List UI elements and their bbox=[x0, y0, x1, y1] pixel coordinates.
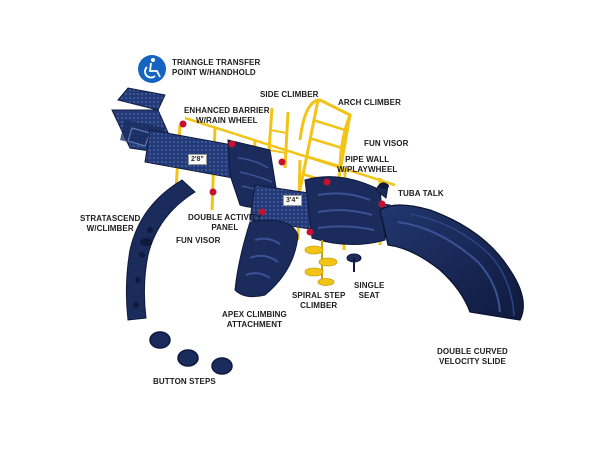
label-spiral-step-line2: CLIMBER bbox=[300, 301, 338, 310]
label-triangle-transfer-line1: TRIANGLE TRANSFER bbox=[172, 58, 261, 67]
label-triangle-transfer-line2: POINT W/HANDHOLD bbox=[172, 68, 256, 77]
apex-climbing-attachment bbox=[234, 219, 299, 298]
label-pipe-wall-line1: PIPE WALL bbox=[345, 155, 390, 164]
label-enhanced-barrier-line1: ENHANCED BARRIER bbox=[184, 106, 270, 115]
label-tuba-talk: TUBA TALK bbox=[398, 189, 444, 198]
label-spiral-step: SPIRAL STEP CLIMBER bbox=[292, 291, 345, 311]
double-curved-velocity-slide bbox=[379, 204, 524, 321]
stratascend-climber bbox=[125, 179, 196, 321]
label-apex: APEX CLIMBING ATTACHMENT bbox=[222, 310, 287, 330]
label-stratascend-line2: W/CLIMBER bbox=[86, 224, 134, 233]
spiral-step-climber bbox=[304, 240, 338, 286]
label-double-activity-line1: DOUBLE ACTIVITY bbox=[188, 213, 262, 222]
label-pipe-wall-line2: W/PLAYWHEEL bbox=[337, 165, 398, 174]
label-double-activity: DOUBLE ACTIVITY PANEL bbox=[188, 213, 262, 233]
tuba-talk bbox=[375, 182, 389, 199]
button-steps bbox=[149, 331, 233, 375]
label-pipe-wall: PIPE WALL W/PLAYWHEEL bbox=[337, 155, 397, 175]
single-seat bbox=[346, 253, 362, 272]
label-arch-climber: ARCH CLIMBER bbox=[338, 98, 401, 107]
label-triangle-transfer: TRIANGLE TRANSFER POINT W/HANDHOLD bbox=[172, 58, 260, 78]
label-button-steps: BUTTON STEPS bbox=[153, 377, 216, 386]
label-single-seat-line2: SEAT bbox=[358, 291, 380, 300]
label-stratascend-line1: STRATASCEND bbox=[80, 214, 141, 223]
label-double-curved: DOUBLE CURVED VELOCITY SLIDE bbox=[437, 347, 508, 367]
label-side-climber: SIDE CLIMBER bbox=[260, 90, 319, 99]
label-single-seat: SINGLE SEAT bbox=[354, 281, 384, 301]
label-double-activity-line2: PANEL bbox=[211, 223, 239, 232]
label-spiral-step-line1: SPIRAL STEP bbox=[292, 291, 346, 300]
label-single-seat-line1: SINGLE bbox=[354, 281, 385, 290]
label-apex-line1: APEX CLIMBING bbox=[222, 310, 287, 319]
label-double-curved-line1: DOUBLE CURVED bbox=[437, 347, 508, 356]
deck-height-lower: 3'4" bbox=[283, 195, 302, 206]
deck-height-upper: 2'8" bbox=[188, 154, 207, 165]
label-fun-visor-top: FUN VISOR bbox=[364, 139, 409, 148]
red-clamps bbox=[179, 120, 386, 236]
wheelchair-accessibility-icon bbox=[138, 55, 166, 83]
label-enhanced-barrier-line2: W/RAIN WHEEL bbox=[195, 116, 258, 125]
label-fun-visor-left: FUN VISOR bbox=[176, 236, 221, 245]
pipe-wall-panel bbox=[304, 176, 386, 246]
label-enhanced-barrier: ENHANCED BARRIER W/RAIN WHEEL bbox=[184, 106, 270, 126]
label-apex-line2: ATTACHMENT bbox=[226, 320, 283, 329]
label-stratascend: STRATASCEND W/CLIMBER bbox=[80, 214, 140, 234]
label-double-curved-line2: VELOCITY SLIDE bbox=[438, 357, 506, 366]
